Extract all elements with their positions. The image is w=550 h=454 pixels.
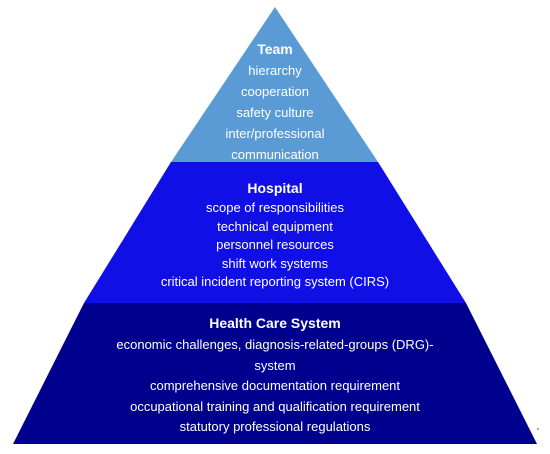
tier-item: safety culture [236,105,314,120]
tier-item: occupational training and qualification … [130,398,420,414]
pyramid-tier-hospital-shape [84,162,466,303]
tier-item: scope of responsibilities [205,200,345,215]
tier-item: system [254,357,296,373]
tier-item: shift work systems [221,255,329,271]
tier-item: technical equipment [217,218,333,234]
pyramid-tier-health-care-system-shape [13,303,537,444]
tier-items-hospital: scope of responsibilities technical equi… [0,199,550,292]
tier-item: statutory professional regulations [179,419,371,434]
tier-item: cooperation [241,84,309,99]
tier-item: inter/professional [225,126,325,141]
tier-item: comprehensive documentation requirement [149,378,401,393]
tier-items-health-care-system: economic challenges, diagnosis-related-g… [0,335,550,438]
tier-title-hospital: Hospital [247,180,303,196]
pyramid-tier-team-shape [171,7,378,162]
tier-item: hierarchy [248,63,302,78]
pyramid-tier-hospital: Hospital scope of responsibilities techn… [0,177,550,292]
tier-item: personnel resources [216,237,334,252]
tier-item: economic challenges, diagnosis-related-g… [116,337,434,352]
pyramid-tier-health-care-system: Health Care System economic challenges, … [0,311,550,438]
stray-dot [537,428,539,430]
tier-items-team: hierarchy cooperation safety culture int… [0,60,550,165]
tier-item: communication [231,147,319,162]
tier-item: critical incident reporting system (CIRS… [160,274,390,289]
pyramid-tier-team: Team hierarchy cooperation safety cultur… [0,38,550,165]
tier-title-team: Team [257,41,293,57]
tier-title-health-care-system: Health Care System [209,315,341,331]
